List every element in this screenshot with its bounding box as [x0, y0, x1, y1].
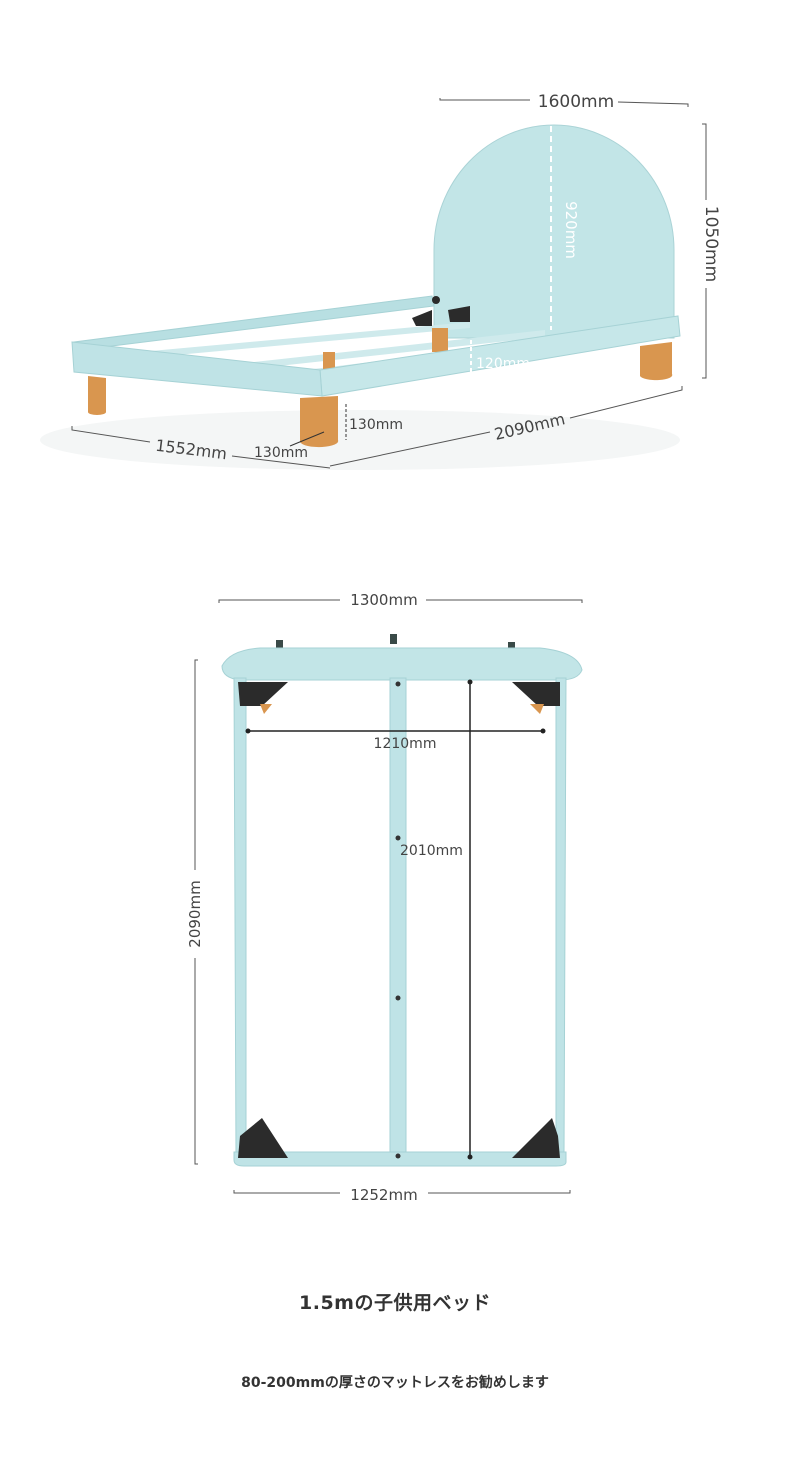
dim-inner-length: 2010mm — [400, 843, 463, 859]
bolt — [395, 835, 401, 841]
bracket — [412, 310, 432, 326]
foot-rail — [233, 1151, 567, 1167]
dim-foot-width: 1252mm — [350, 1186, 417, 1204]
leg-inner — [432, 328, 448, 352]
side-rail-left — [233, 677, 247, 1157]
dim-head-width: 1300mm — [350, 591, 417, 609]
dimension-line — [702, 123, 707, 379]
corner-bracket — [238, 1118, 288, 1158]
dim-frame-height: 120mm — [476, 356, 530, 372]
dimension-line — [71, 426, 331, 469]
mattress-recommendation: 80-200mmの厚さのマットレスをお勧めします — [241, 1375, 549, 1391]
dim-headboard-height: 920mm — [562, 201, 580, 259]
dimension-line — [218, 599, 583, 603]
dimension-end — [467, 1154, 473, 1160]
leg-front-right — [300, 396, 339, 448]
dimension-end — [245, 728, 251, 734]
dimension-end — [540, 728, 546, 734]
leg-hint — [530, 704, 544, 714]
bolt — [395, 995, 401, 1001]
headboard-top — [221, 647, 583, 681]
headboard-tab — [276, 640, 283, 648]
dimension-line — [233, 1190, 571, 1194]
leg-front-left — [88, 376, 106, 415]
corner-bracket — [512, 1118, 560, 1158]
dimension-line — [329, 386, 683, 467]
floor-shadow — [40, 410, 680, 470]
headboard-tab — [390, 634, 397, 644]
corner-bracket — [512, 682, 560, 706]
headboard-tab — [508, 642, 515, 650]
slat — [140, 322, 470, 358]
perspective-view: 1600mm 1050mm 920mm 120mm 130mm 130mm 20… — [40, 92, 721, 470]
leg-back-right — [640, 342, 673, 381]
dim-total-length: 2090mm — [186, 880, 204, 947]
bracket — [448, 306, 470, 322]
dim-leg-height: 130mm — [349, 417, 403, 433]
foot-rail — [71, 341, 323, 397]
dim-headboard-width: 1600mm — [538, 92, 614, 112]
dim-leg-diameter: 130mm — [254, 445, 308, 461]
product-title: 1.5mの子供用ベッド — [299, 1292, 491, 1314]
leg-inner — [323, 352, 335, 372]
dimension-line — [289, 431, 325, 447]
side-rail-right — [555, 677, 567, 1157]
headboard — [433, 124, 675, 339]
corner-bracket — [238, 682, 288, 706]
leg-hint — [260, 704, 272, 714]
bolt — [395, 1153, 401, 1159]
slat — [200, 330, 545, 374]
top-view: 1300mm 1210mm 2 — [186, 591, 583, 1204]
dimension-line — [194, 659, 198, 1165]
dim-inner-width: 1210mm — [374, 736, 437, 752]
dimension-end — [467, 679, 473, 685]
dim-total-height: 1050mm — [701, 206, 721, 282]
dimension-line — [439, 98, 689, 107]
bolt — [432, 296, 440, 304]
bolt — [395, 681, 401, 687]
